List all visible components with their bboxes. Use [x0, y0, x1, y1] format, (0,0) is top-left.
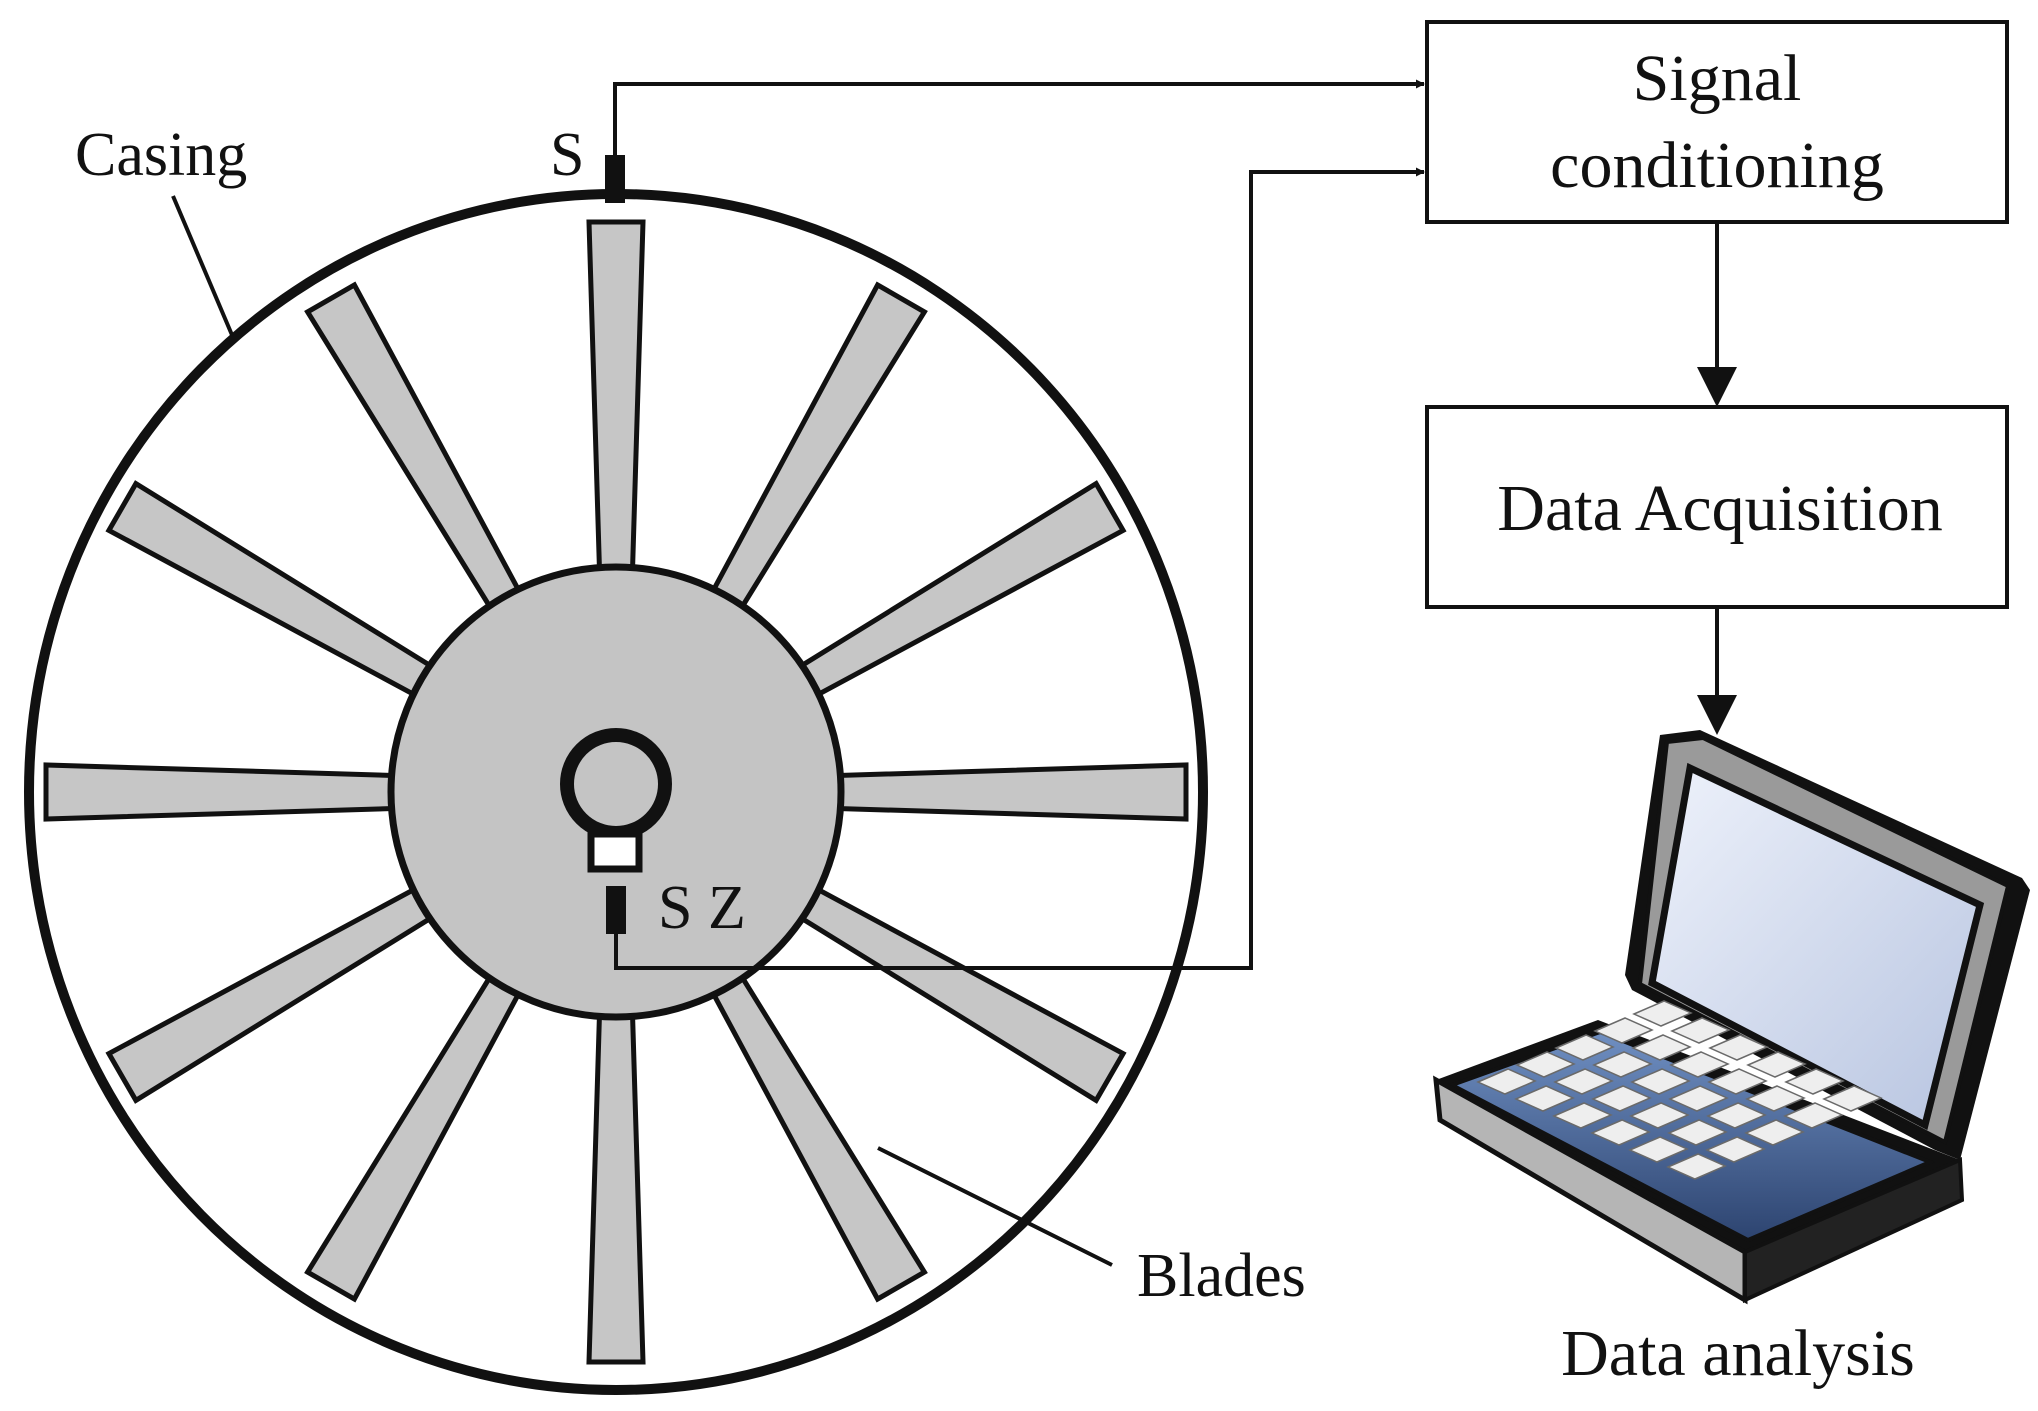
keyboard-key	[1783, 1102, 1844, 1129]
blade	[105, 877, 450, 1104]
keyboard-key	[1593, 1017, 1654, 1044]
keyboard-key	[1668, 1085, 1729, 1112]
data-acquisition-label: Data Acquisition	[1497, 472, 1942, 545]
keyboard-key	[1630, 1068, 1691, 1095]
signal-conditioning-line2: conditioning	[1550, 129, 1884, 202]
keyboard-key	[1632, 1000, 1693, 1027]
keyboard-key	[1514, 1085, 1575, 1112]
speed-sensor-label: S Z	[658, 874, 746, 942]
keyboard-keys	[1476, 1000, 1883, 1180]
keyboard-key	[1708, 1034, 1769, 1061]
blades-label: Blades	[1137, 1242, 1306, 1310]
keyboard-key	[1591, 1085, 1652, 1112]
keyboard-key	[1669, 1051, 1730, 1078]
keyboard-key	[1590, 1119, 1651, 1146]
blade	[304, 281, 531, 626]
keyboard-key	[1515, 1051, 1576, 1078]
data-analysis-label: Data analysis	[1561, 1317, 1915, 1390]
blade	[43, 762, 414, 822]
keyboard-key	[1670, 1017, 1731, 1044]
casing-leader-line	[171, 195, 234, 336]
keyboard-key	[1822, 1085, 1883, 1112]
keyboard-key	[1744, 1119, 1805, 1146]
blade	[782, 877, 1127, 1104]
laptop-icon	[1433, 730, 2030, 1305]
keyboard-key	[1745, 1085, 1806, 1112]
keyboard-key	[1554, 1034, 1615, 1061]
blade	[105, 480, 450, 707]
keyboard-key	[1666, 1153, 1727, 1180]
speed-sensor-probe	[606, 886, 626, 934]
keyboard-key	[1629, 1102, 1690, 1129]
tip-sensor-probe	[605, 155, 625, 203]
keyboard-key	[1628, 1136, 1689, 1163]
speed-sensor-signal-wire	[614, 167, 1425, 970]
keyboard-key	[1705, 1136, 1766, 1163]
data-acquisition-block	[1425, 405, 2009, 609]
blade	[782, 480, 1127, 707]
tip-sensor-signal-wire	[613, 79, 1425, 155]
keyboard-key	[1784, 1068, 1845, 1095]
blade	[304, 958, 531, 1303]
keyboard-key	[1476, 1068, 1537, 1095]
blades-leader-line	[877, 1146, 1113, 1267]
signal-conditioning-block	[1425, 20, 2009, 224]
tip-sensor-label: S	[550, 121, 584, 189]
keyboard-key	[1707, 1068, 1768, 1095]
blade	[818, 762, 1189, 822]
keyboard-key	[1592, 1051, 1653, 1078]
hub-disc	[387, 563, 845, 1021]
keyboard-key	[1667, 1119, 1728, 1146]
rotor-assembly	[24, 155, 1208, 1395]
keyboard-key	[1552, 1102, 1613, 1129]
keyboard-key	[1553, 1068, 1614, 1095]
blade	[586, 219, 646, 590]
keyboard-key	[1631, 1034, 1692, 1061]
keyboard-key	[1706, 1102, 1767, 1129]
blade	[701, 958, 928, 1303]
shaft-key-marker	[587, 830, 643, 873]
blade	[586, 994, 646, 1365]
signal-conditioning-line1: Signal	[1633, 42, 1802, 115]
blade	[701, 281, 928, 626]
casing-label: Casing	[75, 121, 247, 189]
keyboard-key	[1746, 1051, 1807, 1078]
